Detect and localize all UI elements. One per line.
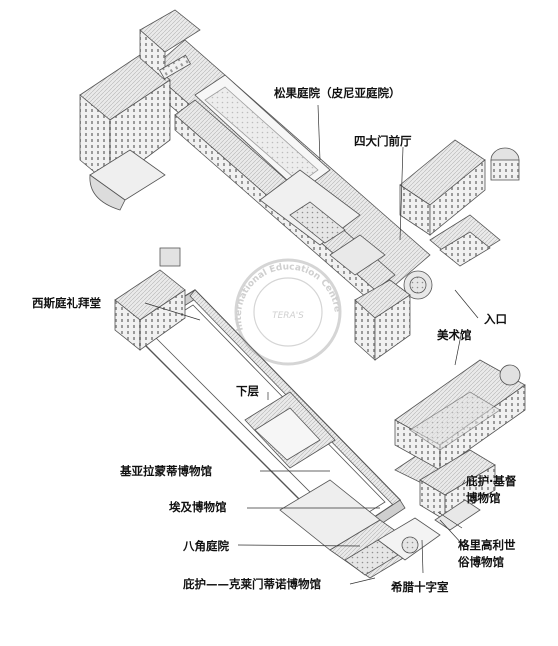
label-gregorian-line2: 俗博物馆 — [458, 555, 504, 570]
upper-main-wing — [149, 39, 431, 306]
label-egyptian-museum: 埃及博物馆 — [169, 500, 227, 514]
watermark-center-text: TERA'S — [272, 311, 304, 321]
label-sistine-chapel: 西斯庭礼拜堂 — [32, 296, 101, 310]
label-gregorian-line1: 格里高利世 — [458, 538, 516, 552]
leader-lines — [144, 104, 479, 585]
label-chiaramonti-museum: 基亚拉蒙蒂博物馆 — [120, 464, 212, 478]
entrance-vestibule-block — [399, 139, 520, 300]
label-art-gallery: 美术馆 — [437, 328, 472, 342]
label-octagonal-court: 八角庭院 — [183, 539, 229, 553]
lower-level-plan — [114, 247, 471, 579]
label-pio-christian-line2: 博物馆 — [466, 491, 501, 506]
label-pio-christian-line1: 庇护·基督 — [466, 474, 517, 488]
label-lower-level: 下层 — [236, 384, 259, 398]
label-pinecone-courtyard: 松果庭院（皮尼亚庭院） — [274, 86, 401, 100]
label-four-gates-vestibule: 四大门前厅 — [354, 134, 412, 148]
label-greek-cross-room: 希腊十字室 — [391, 580, 449, 594]
northwest-palace-block — [79, 9, 201, 211]
pio-christian-gregorian-block — [419, 449, 496, 531]
label-gregorian-museum: 格里高利世 俗博物馆 — [458, 538, 516, 570]
watermark-arc-text: International Education Centre — [234, 262, 342, 332]
art-gallery-block — [394, 359, 526, 471]
southeast-tower-block — [329, 234, 411, 361]
watermark-seal: International Education Centre TERA'S — [234, 258, 342, 366]
label-pio-christian-museum: 庇护·基督 博物馆 — [466, 474, 516, 506]
label-entrance: 入口 — [484, 312, 507, 326]
label-pio-clementino-museum: 庇护——克莱门蒂诺博物馆 — [183, 577, 321, 591]
